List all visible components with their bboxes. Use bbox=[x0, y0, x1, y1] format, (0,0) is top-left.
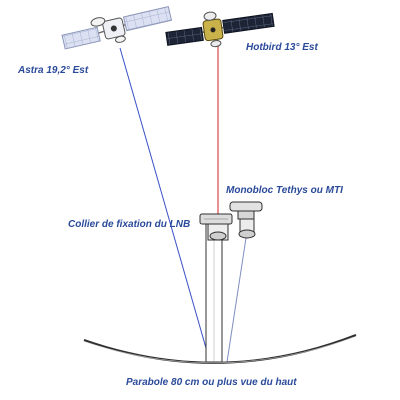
lnb-monobloc-icon bbox=[229, 201, 263, 239]
reflection-ray-right bbox=[226, 237, 247, 363]
lnb-clamp-icon bbox=[199, 213, 233, 241]
parabole-label: Parabole 80 cm ou plus vue du haut bbox=[126, 377, 297, 388]
lnb-arm bbox=[205, 221, 223, 363]
astra-satellite-icon bbox=[61, 6, 173, 50]
astra-label: Astra 19,2° Est bbox=[18, 65, 89, 76]
astra-ray bbox=[119, 47, 211, 363]
hotbird-label: Hotbird 13° Est bbox=[246, 42, 318, 53]
hotbird-satellite-icon bbox=[165, 11, 275, 48]
collier-label: Collier de fixation du LNB bbox=[68, 219, 191, 230]
monobloc-label: Monobloc Tethys ou MTI bbox=[226, 185, 343, 196]
